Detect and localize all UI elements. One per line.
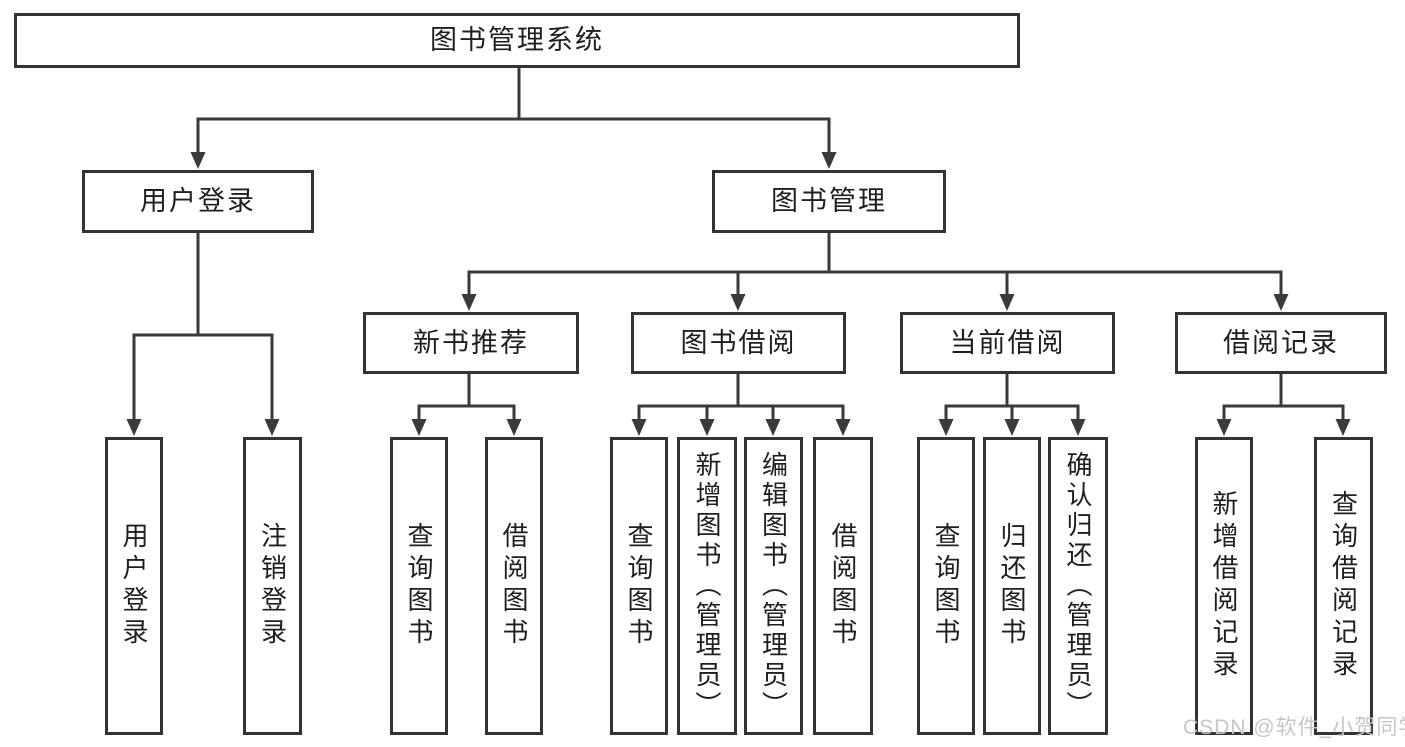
leaf-label: 查询借阅记录 <box>1328 490 1359 682</box>
leaf-query-books-borrow: 查询图书 <box>610 437 668 735</box>
leaf-borrow-books-recommend: 借阅图书 <box>485 437 543 735</box>
node-library-system: 图书管理系统 <box>14 13 1020 68</box>
arrow-heads <box>126 152 1351 436</box>
leaf-label: 查询图书 <box>624 522 654 650</box>
leaf-edit-books-admin: 编辑图书（管理员） <box>744 437 803 735</box>
wire-userlogin-split <box>132 231 274 337</box>
leaf-confirm-return-admin: 确认归还（管理员） <box>1048 437 1108 735</box>
node-book-borrowing: 图书借阅 <box>631 312 846 374</box>
wire-currentborrow-split <box>944 372 1080 408</box>
node-new-book-recommend: 新书推荐 <box>363 312 579 374</box>
leaf-label: 编辑图书（管理员） <box>758 451 789 721</box>
leaf-add-borrow-record: 新增借阅记录 <box>1195 437 1253 735</box>
leaf-label: 借阅图书 <box>499 522 529 650</box>
leaf-borrow-books: 借阅图书 <box>813 437 873 735</box>
node-current-borrowing: 当前借阅 <box>900 312 1115 374</box>
wire-bookborrow-split <box>637 372 845 408</box>
leaf-label: 用户登录 <box>119 522 149 650</box>
leaf-query-books-current: 查询图书 <box>917 437 975 735</box>
leaf-query-books-recommend: 查询图书 <box>390 437 448 735</box>
node-borrowing-records: 借阅记录 <box>1175 312 1387 374</box>
csdn-watermark: CSDN @软件_小贺同学 <box>1183 716 1405 739</box>
leaf-label: 确认归还（管理员） <box>1063 451 1093 721</box>
leaf-logout: 注销登录 <box>243 437 302 735</box>
leaf-user-login: 用户登录 <box>105 437 163 735</box>
leaf-label: 查询图书 <box>404 522 434 650</box>
leaf-label: 查询图书 <box>931 522 961 650</box>
leaf-return-books: 归还图书 <box>983 437 1041 735</box>
leaf-label: 借阅图书 <box>828 522 858 650</box>
wire-root-split <box>196 66 831 121</box>
leaf-label: 新增借阅记录 <box>1209 490 1239 682</box>
leaf-label: 归还图书 <box>997 522 1027 650</box>
leaf-label: 新增图书（管理员） <box>692 451 722 721</box>
wire-borrowrecord-split <box>1222 372 1345 408</box>
wire-newbook-split <box>417 372 516 408</box>
leaf-label: 注销登录 <box>257 522 288 650</box>
leaf-query-borrow-record: 查询借阅记录 <box>1314 437 1373 735</box>
wire-bookmgmt-split <box>467 231 1283 274</box>
node-user-login: 用户登录 <box>82 170 314 233</box>
node-book-management: 图书管理 <box>712 170 946 233</box>
arrow-shafts <box>132 117 1345 423</box>
leaf-add-books-admin: 新增图书（管理员） <box>677 437 737 735</box>
